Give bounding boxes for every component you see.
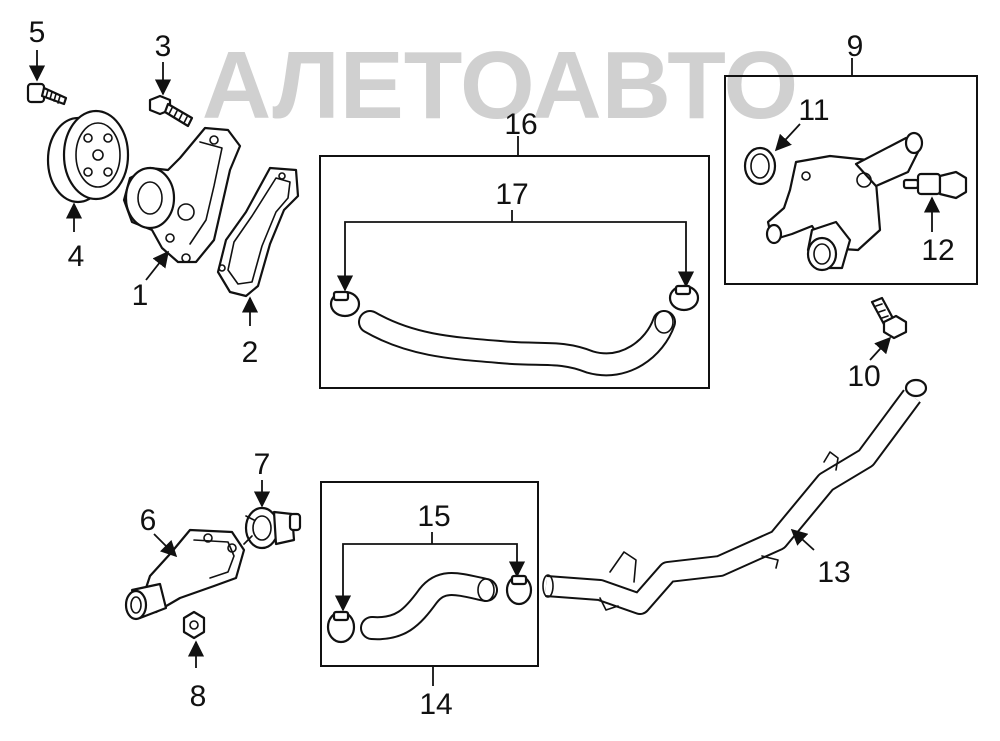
callout-6: 6 xyxy=(140,504,157,537)
part-10-bolt[interactable] xyxy=(870,296,908,340)
part-12-sensor[interactable] xyxy=(902,170,968,200)
callout-9: 9 xyxy=(847,30,864,63)
part-15-clamp-left[interactable] xyxy=(326,610,356,644)
callout-10: 10 xyxy=(847,360,880,393)
callout-2: 2 xyxy=(242,336,259,369)
part-13-water-pipe[interactable] xyxy=(542,378,928,615)
part-4-pulley[interactable] xyxy=(46,109,130,204)
callout-3: 3 xyxy=(155,30,172,63)
watermark-text: АЛЕТОАВТО xyxy=(202,32,798,139)
lead-6 xyxy=(153,533,178,558)
part-3-bolt[interactable] xyxy=(148,94,194,128)
callout-17: 17 xyxy=(495,178,528,211)
callout-13: 13 xyxy=(817,556,850,589)
part-7-thermostat[interactable] xyxy=(243,506,302,550)
callout-4: 4 xyxy=(68,240,85,273)
part-17-clamp-right[interactable] xyxy=(668,284,700,312)
callout-8: 8 xyxy=(190,680,207,713)
part-8-nut[interactable] xyxy=(182,610,206,640)
lead-13 xyxy=(790,528,815,551)
lead-17-bracket xyxy=(336,221,695,292)
part-6-thermostat-housing[interactable] xyxy=(124,528,246,621)
part-11-o-ring[interactable] xyxy=(743,146,777,186)
group-16-box xyxy=(319,155,710,389)
lead-10 xyxy=(869,336,892,361)
group-14-box xyxy=(320,481,539,667)
lead-1 xyxy=(145,250,170,281)
part-5-bolt[interactable] xyxy=(26,82,68,106)
callout-12: 12 xyxy=(921,234,954,267)
group-9-box xyxy=(724,75,978,285)
part-1-water-pump[interactable] xyxy=(122,126,242,264)
part-9-outlet-housing[interactable] xyxy=(765,131,924,272)
part-15-clamp-right[interactable] xyxy=(505,574,533,606)
part-2-gasket[interactable] xyxy=(216,166,300,298)
callout-14: 14 xyxy=(419,688,452,721)
callout-11: 11 xyxy=(798,94,829,127)
lead-11 xyxy=(774,123,801,152)
callout-5: 5 xyxy=(29,16,46,49)
part-14-lower-hose[interactable] xyxy=(360,572,498,641)
callout-1: 1 xyxy=(132,279,149,312)
callout-15: 15 xyxy=(417,500,450,533)
callout-7: 7 xyxy=(254,448,271,481)
part-16-upper-hose[interactable] xyxy=(358,310,676,377)
lead-15-bracket xyxy=(334,543,526,612)
callout-16: 16 xyxy=(504,108,537,141)
part-17-clamp-left[interactable] xyxy=(329,290,361,318)
